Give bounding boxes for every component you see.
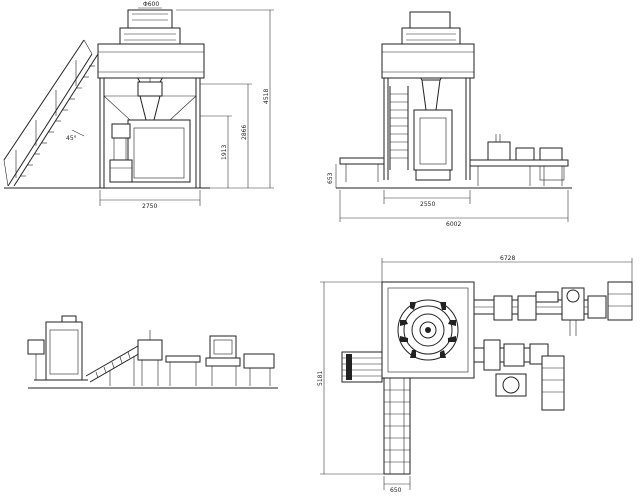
plan-weigher — [397, 299, 459, 361]
total-height-label: 4518 — [263, 89, 270, 104]
line-overview-view — [27, 315, 278, 389]
plan-left-rack — [341, 351, 383, 383]
vertical-packing-machine — [109, 95, 191, 183]
inclined-conveyor — [85, 345, 143, 386]
side-outfeed-equipment — [469, 134, 569, 186]
hopper-width-label: Φ600 — [143, 1, 159, 8]
conveyor-width-label: 650 — [390, 487, 402, 494]
overall-width-label: 2750 — [142, 203, 157, 210]
platform-frame — [97, 43, 205, 188]
overall-width-label: 5181 — [317, 371, 324, 386]
side-ladder — [389, 86, 409, 170]
conveyor-height-label: 653 — [327, 172, 334, 184]
front-elevation-view: 45° Φ600 2750 1913 2866 4518 — [3, 1, 274, 210]
line-length-label: 6002 — [446, 221, 461, 228]
stair-angle-label: 45° — [66, 135, 77, 142]
plan-lower-outfeed — [473, 339, 565, 411]
overall-length-label: 6728 — [500, 255, 515, 262]
plan-upper-outfeed — [473, 281, 633, 336]
side-packing-machine — [413, 79, 453, 181]
machine-width-label: 2550 — [420, 201, 435, 208]
front-dimensions — [99, 7, 274, 206]
plan-view: 6728 5181 650 — [317, 255, 633, 494]
platform-height-label: 1913 — [221, 145, 228, 160]
access-stairs — [3, 39, 99, 187]
plan-infeed-conveyor — [383, 377, 411, 475]
support-height-label: 2866 — [241, 125, 248, 140]
side-elevation-view: 653 2550 6002 — [327, 11, 572, 228]
